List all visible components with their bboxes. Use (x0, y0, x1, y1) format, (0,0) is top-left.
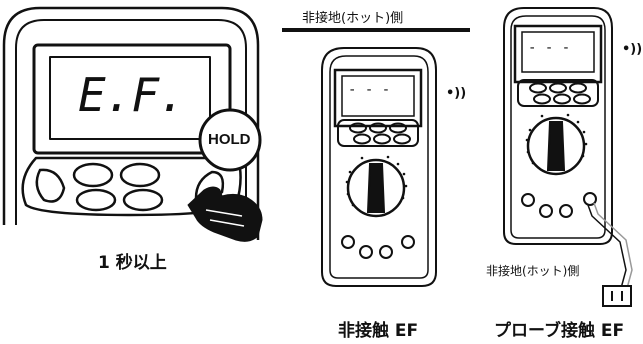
hold-badge (198, 108, 262, 172)
noncontact-ef-caption: 非接触 EF (338, 321, 419, 341)
hold-duration-caption: 1 秒以上 (98, 253, 167, 273)
hot-side-header: 非接地(ホット)側 (302, 11, 404, 26)
probe-lead (587, 202, 633, 293)
dial-ticks-probe (525, 113, 588, 165)
signal-icon-probe: •)) (622, 42, 643, 57)
meter-probe (503, 7, 613, 245)
meter-noncontact (321, 47, 437, 287)
probe-display-readout: - - - (528, 40, 571, 56)
signal-icon: •)) (446, 86, 467, 101)
closeup-display-readout: E.F. (78, 68, 186, 122)
probe-contact-ef-caption: プローブ接触 EF (494, 321, 625, 341)
noncontact-display-readout: - - - (348, 82, 391, 98)
outlet-icon (602, 285, 632, 307)
hold-button-label: HOLD (208, 131, 251, 148)
probe-hot-side-label: 非接地(ホット)側 (486, 264, 580, 278)
dial-ticks-noncontact (345, 155, 408, 207)
pressing-hand-icon (187, 186, 263, 242)
meter-closeup (2, 6, 260, 240)
